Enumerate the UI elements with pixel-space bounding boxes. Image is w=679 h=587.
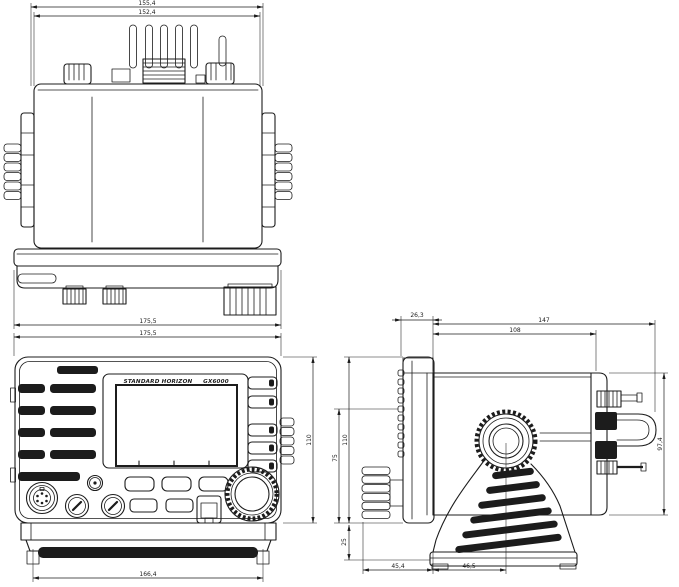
dim-front-height: 110	[283, 356, 317, 524]
mounting-bracket-arm	[429, 443, 578, 574]
bottom-connector-2	[102, 285, 127, 305]
dim-label: 152,4	[138, 9, 155, 16]
dim-side-height-front: 110	[334, 356, 403, 524]
antenna-terminal-block	[111, 58, 206, 84]
dim-front-bottom-width: 166,4	[32, 549, 264, 582]
dim-label: 110	[306, 434, 313, 446]
dim-side-bracket-height: 75	[332, 408, 398, 524]
rear-cable-block-2	[595, 441, 617, 459]
function-button-row	[129, 498, 194, 513]
ratchet-teeth	[455, 467, 562, 554]
display-assembly: STANDARD HORIZON GX6000	[102, 373, 249, 469]
distress-button	[196, 495, 222, 524]
dim-label: 26,3	[410, 312, 424, 319]
model-label: GX6000	[203, 379, 229, 385]
dim-label: 175,5	[139, 330, 156, 337]
side-front-bezel	[402, 356, 435, 524]
top-connector-left	[63, 63, 92, 85]
rear-bail-loop	[614, 413, 657, 447]
dim-side-height-rear: 97,4	[609, 372, 668, 516]
rear-cable-block-1	[595, 412, 617, 430]
rear-view: 155,4 152,4	[3, 0, 293, 329]
rear-antenna-connector	[596, 460, 647, 475]
dim-label: 155,4	[138, 0, 155, 7]
dim-label: 45,4	[391, 563, 405, 570]
dim-side-base-center: 46,5	[432, 563, 507, 572]
dim-rear-width-outer: 155,4	[30, 0, 264, 86]
side-flange-left	[20, 112, 35, 228]
panel-side-knob-right	[279, 417, 295, 465]
dim-side-base-height: 25	[341, 524, 430, 561]
dim-label: 97,4	[657, 437, 664, 451]
dim-label: 25	[341, 538, 348, 546]
side-mount-knob	[361, 466, 404, 519]
rear-bottom-flange	[13, 248, 282, 289]
rear-connector-top	[596, 390, 643, 408]
knob-edge-scallops	[397, 369, 405, 458]
dim-label: 166,4	[139, 571, 156, 578]
dim-label: 175,5	[139, 318, 156, 325]
speaker-grille	[18, 366, 98, 481]
volume-knob	[64, 493, 90, 519]
dim-label: 108	[509, 327, 521, 334]
dim-label: 75	[332, 454, 339, 462]
bottom-connector-1	[62, 285, 87, 305]
front-view: 175,5	[10, 330, 317, 582]
dim-rear-width-inner: 152,4	[33, 9, 261, 86]
mount-knob-right	[274, 143, 293, 200]
lcd-display	[115, 384, 238, 467]
pwr-button	[86, 474, 104, 492]
right-button-column	[247, 376, 278, 473]
rear-body	[33, 83, 263, 249]
dim-side-base-front: 45,4	[362, 522, 434, 574]
mount-knob-left	[3, 143, 22, 200]
squelch-knob	[100, 493, 126, 519]
dim-side-depth-body: 108	[432, 327, 597, 371]
dim-side-depth-total: 147	[432, 317, 656, 412]
dim-rear-bottom-width: 175,5	[13, 270, 282, 329]
top-connector-right	[205, 35, 235, 85]
dim-front-top-width: 175,5	[13, 330, 282, 356]
side-flange-right	[261, 112, 276, 228]
dim-label: 147	[538, 317, 550, 324]
mic-connector	[25, 481, 59, 515]
antenna-pins	[129, 24, 198, 69]
brand-label: STANDARD HORIZON	[124, 379, 193, 385]
softkey-row	[124, 476, 229, 492]
side-view: 26,3 147 108	[332, 312, 668, 574]
dim-label: 46,5	[462, 563, 476, 570]
front-mounting-bracket	[20, 522, 277, 565]
bracket-pivot-knob	[474, 409, 538, 473]
channel-knob	[224, 466, 280, 522]
dim-label: 110	[342, 434, 349, 446]
bottom-connector-3	[223, 283, 277, 316]
